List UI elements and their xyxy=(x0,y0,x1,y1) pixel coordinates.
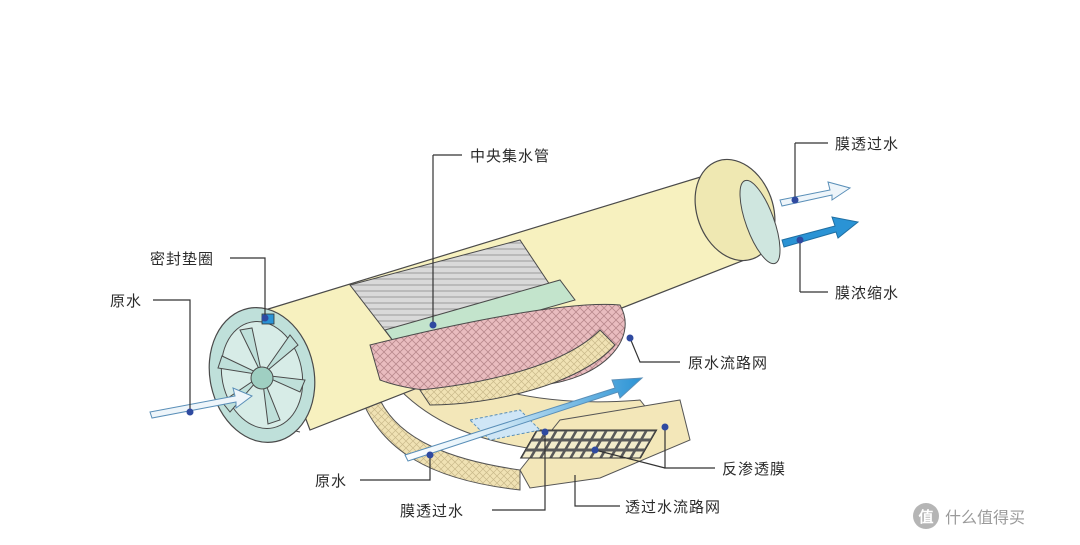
pressure-vessel-shell xyxy=(248,158,776,433)
label-central-tube: 中央集水管 xyxy=(470,147,551,165)
label-permeate-lower: 膜透过水 xyxy=(400,502,465,520)
watermark: 值 什么值得买 xyxy=(913,503,1025,529)
label-raw-water-inlet: 原水 xyxy=(110,292,143,310)
label-ro-membrane: 反渗透膜 xyxy=(722,460,787,478)
label-permeate-out: 膜透过水 xyxy=(835,135,900,153)
watermark-badge-icon: 值 xyxy=(913,503,939,529)
leader-dots xyxy=(186,196,804,459)
leader-lines xyxy=(153,142,828,511)
membrane-leaves xyxy=(359,379,691,491)
label-raw-water-lower: 原水 xyxy=(315,472,348,490)
watermark-text: 什么值得买 xyxy=(945,508,1026,527)
label-seal-ring: 密封垫圈 xyxy=(150,250,215,268)
label-concentrate-out: 膜浓缩水 xyxy=(835,284,900,302)
outlet-ring xyxy=(739,179,781,265)
label-permeate-spacer: 透过水流路网 xyxy=(625,498,722,516)
label-feed-spacer: 原水流路网 xyxy=(688,354,769,372)
